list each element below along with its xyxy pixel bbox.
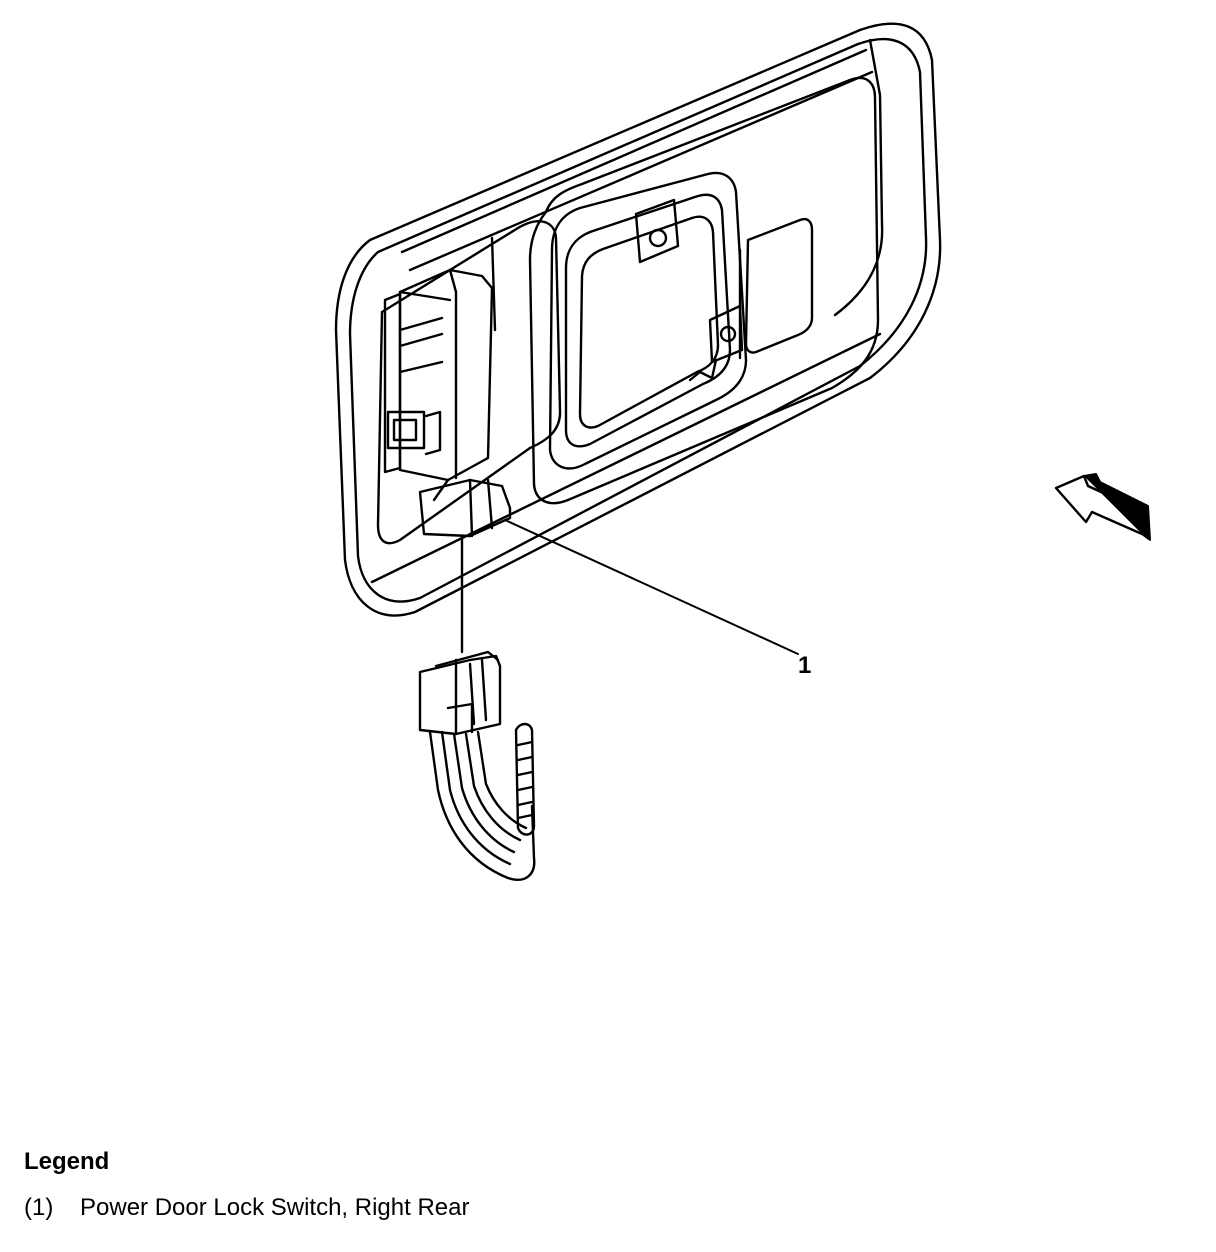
door-panel-diagram: 1 bbox=[334, 22, 1151, 881]
callout-1-label: 1 bbox=[798, 652, 811, 679]
legend-item-label: Power Door Lock Switch, Right Rear bbox=[80, 1194, 470, 1221]
legend: Legend (1) Power Door Lock Switch, Right… bbox=[24, 1146, 1194, 1224]
wiring-harness-connector bbox=[418, 534, 536, 881]
handle-cavity bbox=[528, 76, 880, 505]
callout-1-leader bbox=[504, 519, 799, 655]
view-direction-arrow-icon bbox=[1054, 473, 1151, 541]
door-trim-bezel bbox=[334, 22, 942, 617]
power-door-lock-switch bbox=[383, 268, 512, 538]
legend-item-number: (1) bbox=[24, 1194, 54, 1221]
switch-recess bbox=[376, 220, 562, 545]
legend-item: (1) Power Door Lock Switch, Right Rear bbox=[24, 1192, 1194, 1224]
legend-title: Legend bbox=[24, 1148, 110, 1175]
